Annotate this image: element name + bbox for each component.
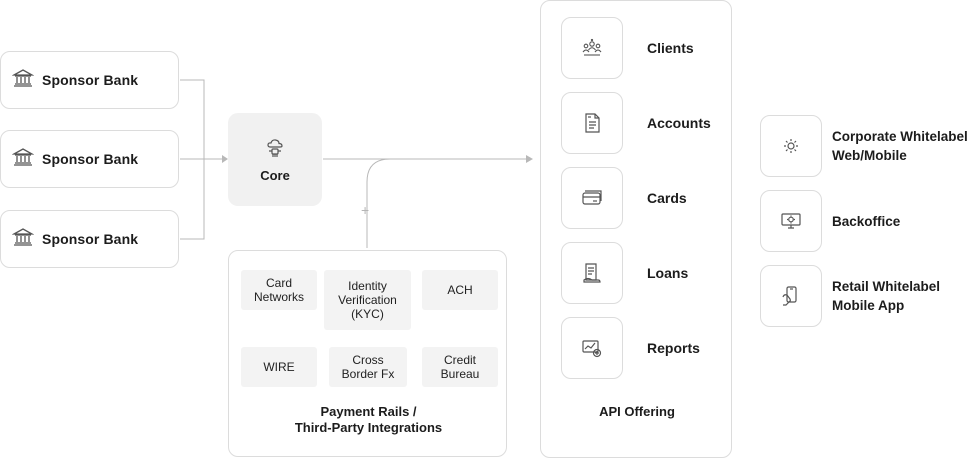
arrow-to-api [526, 155, 533, 163]
sponsor-bank-label: Sponsor Bank [42, 151, 139, 167]
sponsor-bank-card-3: Sponsor Bank [0, 210, 179, 268]
sponsor-bank-label: Sponsor Bank [42, 231, 139, 247]
sponsor-bank-label: Sponsor Bank [42, 72, 139, 88]
monitor-gear-icon [760, 190, 822, 252]
core-label: Core [260, 167, 290, 183]
rails-to-main-line [366, 158, 391, 248]
mobile-hand-icon [760, 265, 822, 327]
document-icon [561, 92, 623, 154]
rail-ach: ACH [422, 270, 498, 310]
rail-card-networks: Card Networks [241, 270, 317, 310]
api-offering-box: Clients Accounts Cards Loans Reports API… [540, 0, 732, 458]
bank-icon [11, 227, 35, 252]
api-item-accounts: Accounts [647, 115, 711, 131]
rail-wire: WIRE [241, 347, 317, 387]
api-item-reports: Reports [647, 340, 700, 356]
payment-rails-title: Payment Rails / Third-Party Integrations [294, 404, 443, 435]
sponsor-bank-card-2: Sponsor Bank [0, 130, 179, 188]
api-item-loans: Loans [647, 265, 689, 281]
rail-cross-border-fx: Cross Border Fx [329, 347, 407, 387]
rail-identity-verification: Identity Verification (KYC) [324, 270, 411, 330]
report-chart-icon [561, 317, 623, 379]
users-icon [561, 17, 623, 79]
arrow-to-core [222, 155, 228, 163]
gear-devices-icon [760, 115, 822, 177]
loan-document-icon [561, 242, 623, 304]
rail-credit-bureau: Credit Bureau [422, 347, 498, 387]
sponsor-bank-card-1: Sponsor Bank [0, 51, 179, 109]
payment-rails-box: Card Networks Identity Verification (KYC… [228, 250, 507, 457]
api-item-cards: Cards [647, 190, 687, 206]
channel-backoffice: Backoffice [832, 214, 901, 229]
api-offering-title: API Offering [599, 404, 675, 419]
bank-icon [11, 147, 35, 172]
core-node: Core [228, 113, 322, 206]
credit-card-icon [561, 167, 623, 229]
cloud-chip-icon [264, 137, 286, 164]
bank-icon [11, 68, 35, 93]
api-item-clients: Clients [647, 40, 694, 56]
channel-corporate-whitelabel: Corporate Whitelabel Web/Mobile [832, 129, 968, 163]
channel-retail-whitelabel: Retail Whitelabel Mobile App [832, 279, 941, 313]
plus-sign: + [361, 202, 370, 218]
